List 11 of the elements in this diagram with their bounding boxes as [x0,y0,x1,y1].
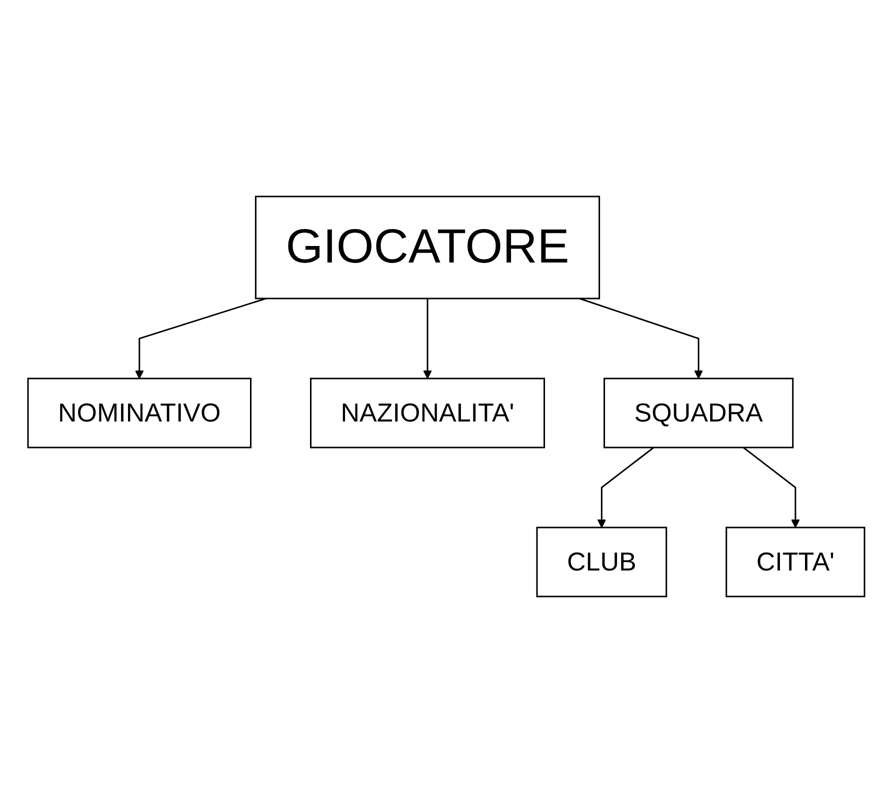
node-box: CLUB [536,526,668,598]
node-box: GIOCATORE [255,196,600,300]
arrow [598,446,654,528]
arrow [423,298,432,379]
node-box: SQUADRA [604,378,794,448]
node-box: NOMINATIVO [28,378,252,448]
arrow [135,298,266,379]
arrow [579,298,704,379]
node-box: NAZIONALITA' [310,378,546,448]
arrow [743,446,800,528]
node-box: CITTA' [726,526,866,598]
